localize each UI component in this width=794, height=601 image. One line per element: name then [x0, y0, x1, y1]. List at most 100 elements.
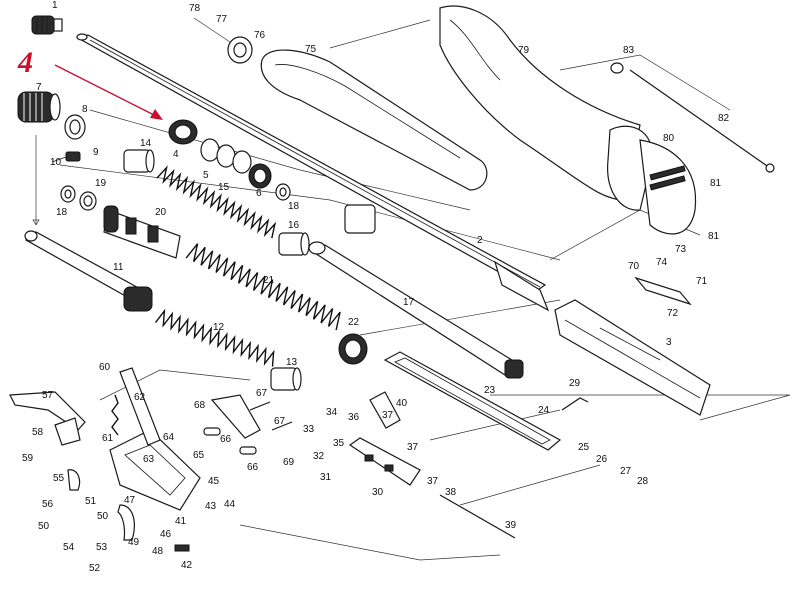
part-40-firing-pin [439, 494, 516, 539]
part-66-pins [203, 427, 257, 455]
part-5-rings [200, 138, 252, 174]
part-75-forearm [260, 49, 488, 234]
part-label-65: 65 [193, 450, 205, 461]
part-10-pin [51, 151, 81, 163]
part-label-72: 72 [667, 308, 679, 319]
part-20-magazine-front [103, 205, 181, 259]
part-80-butt-pad [607, 125, 697, 235]
part-label-37: 37 [427, 476, 439, 487]
part-29-spring-clip [561, 397, 589, 411]
part-label-28: 28 [637, 476, 649, 487]
part-82-rod [629, 69, 775, 173]
part-label-39: 39 [505, 520, 517, 531]
part-label-64: 64 [163, 432, 175, 443]
part-label-67: 67 [274, 416, 286, 427]
part-61-spring [111, 394, 119, 436]
part-label-layer: 1234567891011121314151617181819202122232… [22, 0, 730, 574]
part-11-magazine-tube [24, 230, 153, 312]
part-label-69: 69 [283, 457, 295, 468]
part-label-67: 67 [256, 388, 268, 399]
part-label-18: 18 [288, 201, 300, 212]
part-label-17: 17 [403, 297, 415, 308]
part-13-bushing [270, 367, 302, 391]
part-label-36: 36 [348, 412, 360, 423]
part-label-52: 52 [89, 563, 101, 574]
part-68-part [210, 394, 261, 439]
part-16-bushing [278, 232, 310, 256]
part-label-24: 24 [538, 405, 550, 416]
part-label-73: 73 [675, 244, 687, 255]
part-label-2: 2 [477, 235, 483, 246]
part-3-receiver [554, 299, 711, 416]
part-label-56: 56 [42, 499, 54, 510]
part-label-16: 16 [288, 220, 300, 231]
part-label-43: 43 [205, 501, 217, 512]
part-label-34: 34 [326, 407, 338, 418]
part-label-70: 70 [628, 261, 640, 272]
part-70-lever [634, 276, 692, 306]
part-label-29: 29 [569, 378, 581, 389]
part-label-57: 57 [42, 390, 54, 401]
part-label-50: 50 [38, 521, 50, 532]
part-label-37: 37 [382, 410, 394, 421]
part-30-bolt [348, 437, 421, 486]
part-label-6: 6 [256, 188, 262, 199]
part-label-66: 66 [247, 462, 259, 473]
part-76-ring [227, 36, 253, 64]
part-label-68: 68 [194, 400, 206, 411]
part-label-18: 18 [56, 207, 68, 218]
part-label-71: 71 [696, 276, 708, 287]
part-23-action-bar [383, 351, 562, 451]
part-17-tube [308, 241, 524, 379]
callout-label: 4 [17, 46, 33, 79]
part-label-58: 58 [32, 427, 44, 438]
part-62-lever [119, 367, 161, 446]
part-15-spring [156, 165, 277, 239]
part-label-37: 37 [407, 442, 419, 453]
part-label-22: 22 [348, 317, 360, 328]
part-label-83: 83 [623, 45, 635, 56]
part-label-11: 11 [113, 262, 124, 273]
part-label-12: 12 [213, 322, 225, 333]
part-label-49: 49 [128, 537, 140, 548]
part-label-26: 26 [596, 454, 608, 465]
part-55-part [67, 469, 81, 491]
part-21-spring [185, 243, 341, 331]
part-label-80: 80 [663, 133, 675, 144]
part-78-pin [193, 17, 231, 43]
part-label-33: 33 [303, 424, 315, 435]
part-67-pin [249, 401, 293, 431]
part-51-trigger [117, 504, 135, 541]
part-label-20: 20 [155, 207, 167, 218]
part-18-ring [60, 185, 76, 203]
part-label-1: 1 [52, 0, 58, 11]
part-label-7: 7 [36, 82, 42, 93]
part-43-pins [174, 544, 190, 552]
part-label-3: 3 [666, 337, 672, 348]
part-2-barrel [76, 33, 550, 312]
part-label-50: 50 [97, 511, 109, 522]
part-label-23: 23 [484, 385, 496, 396]
part-label-10: 10 [50, 157, 62, 168]
part-label-74: 74 [656, 257, 668, 268]
part-label-15: 15 [218, 182, 230, 193]
part-label-75: 75 [305, 44, 317, 55]
part-label-13: 13 [286, 357, 298, 368]
part-label-27: 27 [620, 466, 632, 477]
part-41-bolt-part [369, 391, 401, 429]
part-label-59: 59 [22, 453, 34, 464]
part-18-ring-right [275, 183, 291, 201]
part-label-78: 78 [189, 3, 201, 14]
part-label-62: 62 [134, 392, 146, 403]
part-label-51: 51 [85, 496, 97, 507]
part-8-ring [64, 114, 86, 140]
part-19-ring [79, 191, 97, 211]
part-label-55: 55 [53, 473, 65, 484]
part-label-31: 31 [320, 472, 332, 483]
part-label-30: 30 [372, 487, 384, 498]
part-4-ring-nut [168, 119, 198, 145]
part-label-81: 81 [710, 178, 722, 189]
part-label-9: 9 [93, 147, 99, 158]
part-label-35: 35 [333, 438, 345, 449]
